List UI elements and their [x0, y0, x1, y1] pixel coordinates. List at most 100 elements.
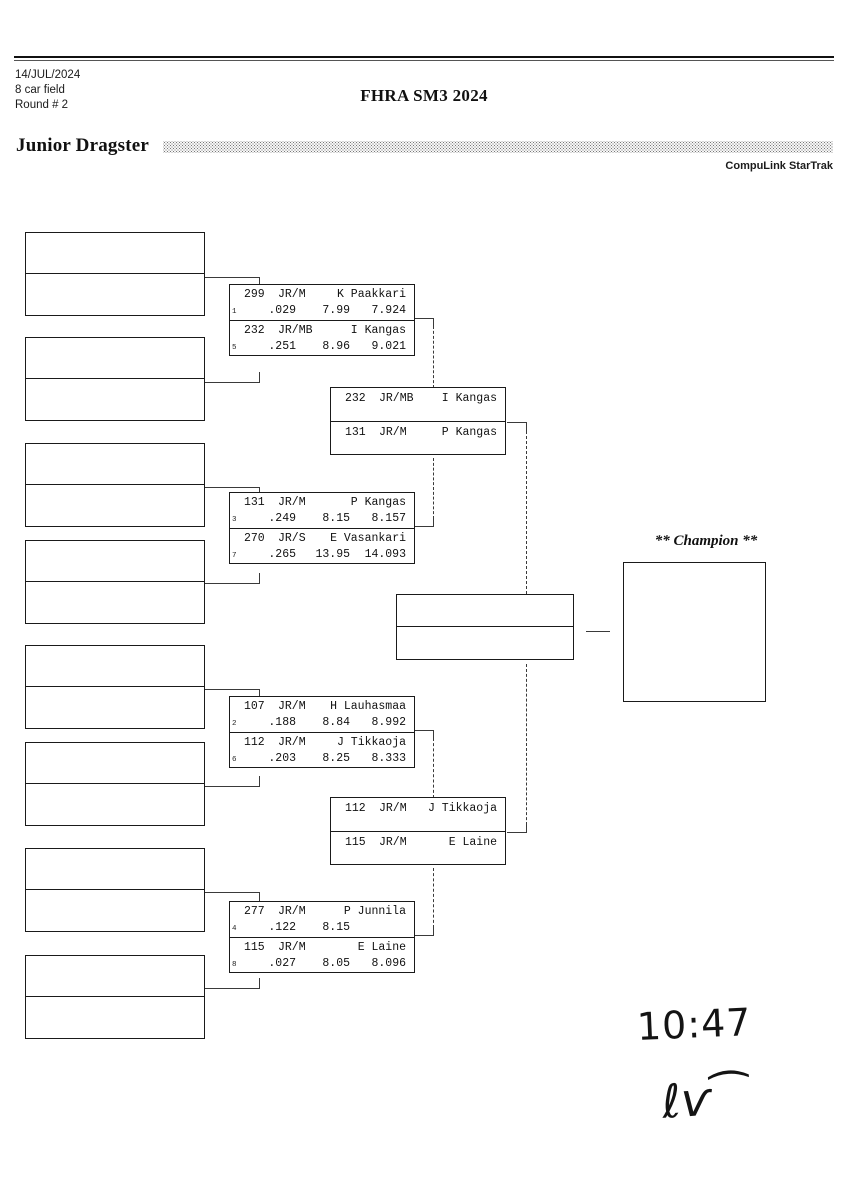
semifinal-box-top[interactable]: 232 JR/MB I Kangas 131 JR/M P Kangas	[330, 387, 506, 455]
connector-sf-top-to-final	[526, 431, 527, 599]
event-meta: 14/JUL/2024 8 car field Round # 2	[15, 68, 235, 113]
connector-qf1-out	[415, 318, 434, 319]
final-entry[interactable]	[397, 595, 573, 627]
round1-box-7[interactable]	[25, 848, 205, 932]
round1-box-6[interactable]	[25, 742, 205, 826]
connector-qf1-elbow	[433, 318, 434, 326]
connector-qf4-elbow	[433, 927, 434, 936]
quarterfinal-box-2[interactable]: 131 JR/M P Kangas 3 .249 8.15 8.157 270 …	[229, 492, 415, 564]
header-rule-primary	[14, 56, 834, 58]
semifinal-entry[interactable]: 112 JR/M J Tikkaoja	[331, 798, 505, 832]
field-size: 8 car field	[15, 84, 65, 96]
entry-identity: 232 JR/MB I Kangas	[230, 322, 414, 339]
car-number: 115	[345, 836, 366, 849]
semifinal-entry[interactable]: 131 JR/M P Kangas	[331, 422, 505, 456]
entry-identity: 112 JR/M J Tikkaoja	[230, 734, 414, 751]
round1-box-2[interactable]	[25, 337, 205, 421]
quarterfinal-entry[interactable]: 299 JR/M K Paakkari 1 .029 7.99 7.924	[230, 285, 414, 321]
round1-box-3[interactable]	[25, 443, 205, 527]
round1-slot[interactable]	[26, 890, 204, 931]
reaction-time: .122	[268, 921, 296, 934]
entry-run-data: 2 .188 8.84 8.992	[230, 714, 414, 732]
lane-number: 8	[232, 961, 237, 969]
connector-qf2-to-sf	[433, 458, 434, 519]
connector-r1-4	[205, 583, 260, 584]
elapsed-time: 8.992	[371, 716, 406, 729]
car-class: JR/M	[278, 496, 306, 509]
connector-r1-8-elbow	[259, 978, 260, 989]
elapsed-time: 7.924	[371, 304, 406, 317]
driver-name: E Vasankari	[330, 532, 406, 545]
quarterfinal-entry[interactable]: 270 JR/S E Vasankari 7 .265 13.95 14.093	[230, 529, 414, 565]
round1-box-4[interactable]	[25, 540, 205, 624]
car-class: JR/M	[278, 941, 306, 954]
lane-number: 2	[232, 720, 237, 728]
round1-slot[interactable]	[26, 687, 204, 728]
car-class: JR/M	[379, 836, 407, 849]
round1-slot[interactable]	[26, 274, 204, 315]
quarterfinal-box-3[interactable]: 107 JR/M H Lauhasmaa 2 .188 8.84 8.992 1…	[229, 696, 415, 768]
semifinal-entry[interactable]: 232 JR/MB I Kangas	[331, 388, 505, 422]
round1-box-1[interactable]	[25, 232, 205, 316]
entry-run-data: 5 .251 8.96 9.021	[230, 338, 414, 356]
class-heading: Junior Dragster	[16, 135, 149, 156]
quarterfinal-entry[interactable]: 112 JR/M J Tikkaoja 6 .203 8.25 8.333	[230, 733, 414, 769]
final-entry[interactable]	[397, 627, 573, 659]
car-number: 277	[244, 905, 265, 918]
round1-slot[interactable]	[26, 582, 204, 623]
round-number: Round # 2	[15, 99, 69, 111]
car-class: JR/S	[278, 532, 306, 545]
dial-in: 8.05	[322, 957, 350, 970]
elapsed-time: 8.096	[371, 957, 406, 970]
round1-slot[interactable]	[26, 444, 204, 485]
dial-in: 7.99	[322, 304, 350, 317]
round1-slot[interactable]	[26, 784, 204, 825]
car-class: JR/MB	[379, 392, 414, 405]
reaction-time: .029	[268, 304, 296, 317]
connector-sf-top-elbow	[526, 422, 527, 431]
quarterfinal-entry[interactable]: 131 JR/M P Kangas 3 .249 8.15 8.157	[230, 493, 414, 529]
quarterfinal-entry[interactable]: 277 JR/M P Junnila 4 .122 8.15	[230, 902, 414, 938]
semifinal-box-bottom[interactable]: 112 JR/M J Tikkaoja 115 JR/M E Laine	[330, 797, 506, 865]
round1-box-8[interactable]	[25, 955, 205, 1039]
connector-final-to-champion	[586, 631, 610, 632]
lane-number: 4	[232, 925, 237, 933]
quarterfinal-box-1[interactable]: 299 JR/M K Paakkari 1 .029 7.99 7.924 23…	[229, 284, 415, 356]
car-number: 107	[244, 700, 265, 713]
quarterfinal-entry[interactable]: 107 JR/M H Lauhasmaa 2 .188 8.84 8.992	[230, 697, 414, 733]
round1-slot[interactable]	[26, 485, 204, 526]
lane-number: 3	[232, 516, 237, 524]
page-title: FHRA SM3 2024	[360, 86, 488, 105]
round1-slot[interactable]	[26, 743, 204, 784]
connector-r1-5-elbow	[259, 689, 260, 699]
dial-in: 13.95	[315, 548, 350, 561]
final-box[interactable]	[396, 594, 574, 660]
round1-slot[interactable]	[26, 956, 204, 997]
driver-name: H Lauhasmaa	[330, 700, 406, 713]
connector-r1-2	[205, 382, 260, 383]
round1-slot[interactable]	[26, 997, 204, 1038]
car-class: JR/M	[379, 802, 407, 815]
connector-sf-bottom-elbow	[526, 824, 527, 833]
semifinal-entry[interactable]: 115 JR/M E Laine	[331, 832, 505, 866]
round1-slot[interactable]	[26, 646, 204, 687]
quarterfinal-entry[interactable]: 115 JR/M E Laine 8 .027 8.05 8.096	[230, 938, 414, 974]
connector-r1-2-elbow	[259, 372, 260, 383]
round1-slot[interactable]	[26, 849, 204, 890]
round1-box-5[interactable]	[25, 645, 205, 729]
car-class: JR/M	[278, 700, 306, 713]
quarterfinal-entry[interactable]: 232 JR/MB I Kangas 5 .251 8.96 9.021	[230, 321, 414, 357]
champion-box[interactable]	[623, 562, 766, 702]
round1-slot[interactable]	[26, 233, 204, 274]
connector-qf2-elbow	[433, 518, 434, 527]
connector-r1-7	[205, 892, 260, 893]
car-number: 131	[345, 426, 366, 439]
round1-slot[interactable]	[26, 541, 204, 582]
driver-name: J Tikkaoja	[427, 802, 497, 815]
quarterfinal-box-4[interactable]: 277 JR/M P Junnila 4 .122 8.15 115 JR/M …	[229, 901, 415, 973]
entry-identity: 299 JR/M K Paakkari	[230, 286, 414, 303]
connector-r1-4-elbow	[259, 573, 260, 584]
round1-slot[interactable]	[26, 338, 204, 379]
round1-slot[interactable]	[26, 379, 204, 420]
driver-name: P Junnila	[343, 905, 406, 918]
